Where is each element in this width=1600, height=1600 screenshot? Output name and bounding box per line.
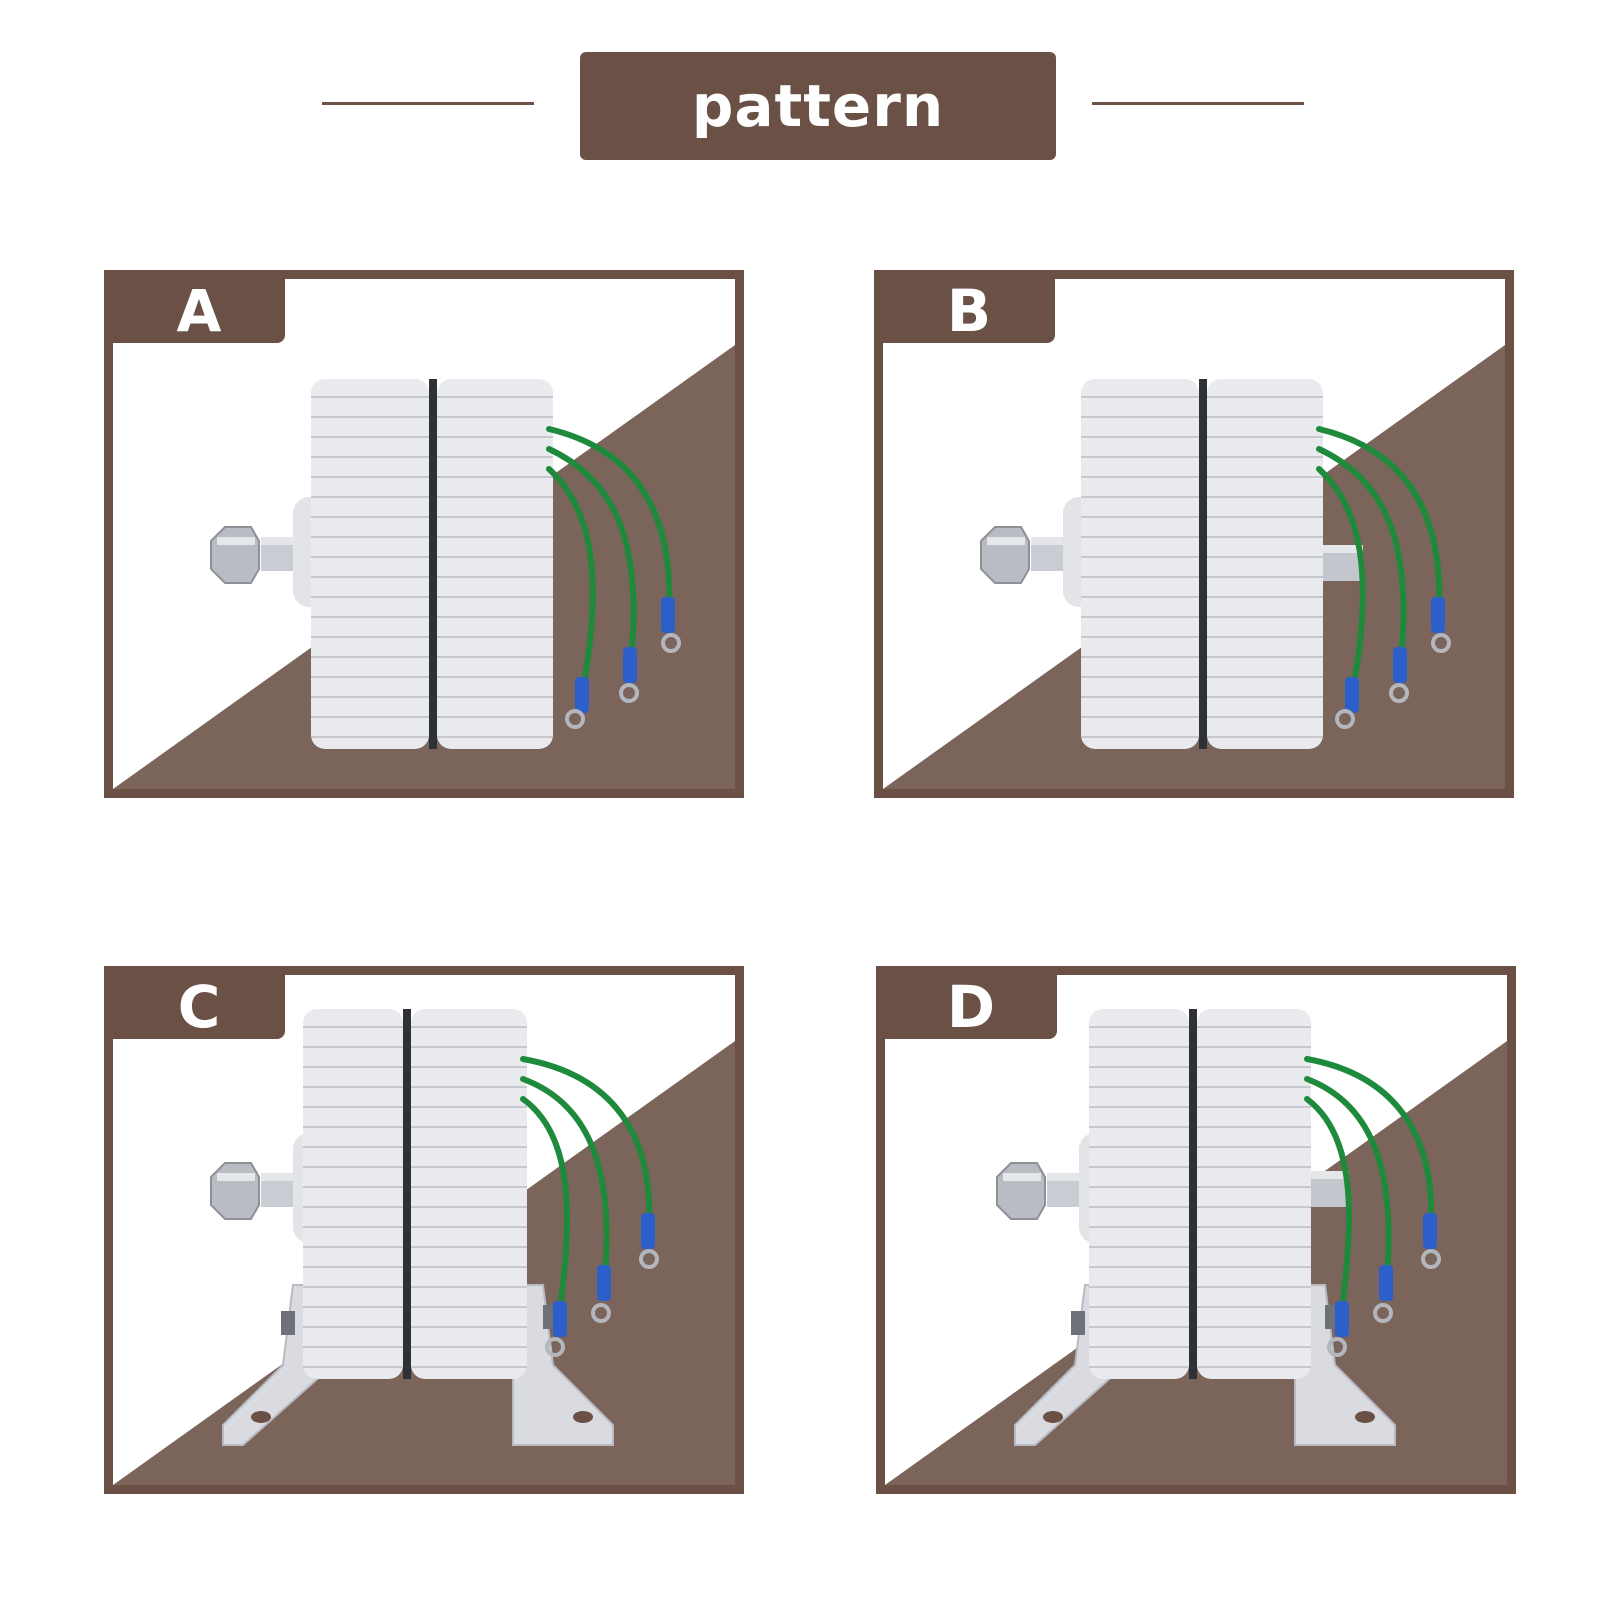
header-left-rule xyxy=(322,102,534,105)
variant-panel-b[interactable]: B xyxy=(874,270,1514,798)
variant-panel-c[interactable]: C xyxy=(104,966,744,1494)
variant-panel-d[interactable]: D xyxy=(876,966,1516,1494)
generator-icon xyxy=(210,379,681,749)
variant-label: B xyxy=(883,279,1055,343)
generator-image xyxy=(980,379,1451,749)
generator-image xyxy=(996,1009,1441,1446)
variant-label: A xyxy=(113,279,285,343)
page-title: pattern xyxy=(580,52,1056,160)
generator-icon xyxy=(210,1009,659,1446)
variant-panel-a[interactable]: A xyxy=(104,270,744,798)
header-right-rule xyxy=(1092,102,1304,105)
generator-icon xyxy=(980,379,1451,749)
generator-icon xyxy=(996,1009,1441,1446)
generator-image xyxy=(210,379,681,749)
variant-label: D xyxy=(885,975,1057,1039)
variant-label: C xyxy=(113,975,285,1039)
generator-image xyxy=(210,1009,659,1446)
